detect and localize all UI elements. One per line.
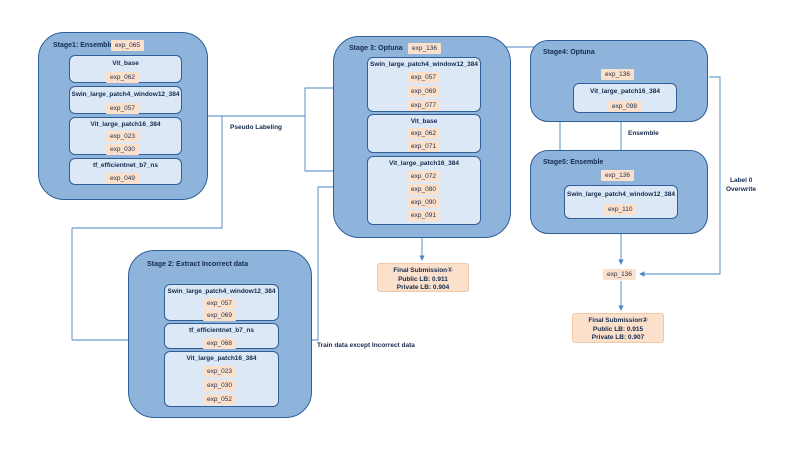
- model-name: Swin_large_patch4_window12_384: [71, 91, 180, 98]
- exp-tag: exp_098: [608, 101, 641, 112]
- label0-line2: Overwrite: [726, 186, 756, 193]
- arrow-label0: [639, 76, 721, 277]
- stage5-title: Stage5: Ensemble: [543, 159, 604, 166]
- exp-tag: exp_062: [106, 72, 139, 83]
- model-name: Swin_large_patch4_window12_384: [167, 288, 276, 295]
- final-exp-tag: exp_136: [603, 269, 636, 280]
- stage5-exp-tag: exp_136: [601, 170, 634, 181]
- exp-tag: exp_023: [106, 131, 139, 142]
- submission1-private: Private LB: 0.904: [396, 284, 450, 291]
- model-name: Vit_large_patch16_384: [90, 121, 161, 128]
- stage1-box: Stage1: Ensemble exp_065 Vit_base exp_06…: [38, 32, 208, 200]
- exp-tag: exp_030: [106, 144, 139, 155]
- final-submission-1: Final Submission① Public LB: 0.911 Priva…: [377, 263, 469, 292]
- pseudo-labeling-label: Pseudo Labeling: [230, 124, 283, 131]
- stage1-model-vit-base: Vit_base exp_062: [69, 55, 182, 83]
- exp-tag: exp_057: [203, 298, 236, 309]
- stage1-title: Stage1: Ensemble: [53, 42, 114, 49]
- stage1-model-vit-large: Vit_large_patch16_384 exp_023 exp_030: [69, 117, 182, 155]
- exp-tag: exp_110: [604, 204, 637, 215]
- submission2-public: Public LB: 0.915: [592, 325, 644, 333]
- exp-tag: exp_069: [407, 86, 440, 97]
- exp-tag: exp_068: [203, 338, 236, 349]
- exp-tag: exp_057: [407, 72, 440, 83]
- label0-line1: Label 0: [730, 177, 753, 184]
- exp-tag: exp_049: [106, 173, 139, 184]
- stage3-title: Stage 3: Optuna: [349, 45, 403, 52]
- exp-tag: exp_023: [203, 366, 236, 377]
- model-name: Vit_base: [112, 60, 139, 67]
- model-name: Vit_large_patch16_384: [590, 88, 660, 95]
- model-name: Vit_base: [410, 118, 438, 125]
- exp-tag: exp_052: [203, 394, 236, 405]
- stage2-model-vit-large: Vit_large_patch16_384 exp_023 exp_030 ex…: [164, 351, 279, 407]
- exp-tag: exp_030: [203, 380, 236, 391]
- stage2-title: Stage 2: Extract Incorrect data: [147, 261, 249, 268]
- model-name: tf_efficientnet_b7_ns: [188, 327, 255, 334]
- stage2-model-effnet: tf_efficientnet_b7_ns exp_068: [164, 323, 279, 349]
- submission2-private: Private LB: 0.907: [591, 334, 645, 341]
- model-name: Vit_large_patch16_384: [186, 355, 257, 362]
- model-name: Vit_large_patch16_384: [389, 160, 459, 167]
- stage3-exp-tag: exp_136: [408, 43, 441, 54]
- stage5-box: Stage5: Ensemble exp_136 Swin_large_patc…: [530, 150, 708, 234]
- exp-tag: exp_091: [407, 210, 440, 221]
- stage1-model-effnet: tf_efficientnet_b7_ns exp_049: [69, 158, 182, 185]
- stage4-model-vit-large: Vit_large_patch16_384 exp_098: [573, 83, 677, 113]
- exp-tag: exp_072: [407, 171, 440, 182]
- stage1-exp-tag: exp_065: [111, 40, 144, 51]
- train-data-label: Train data except Incorrect data: [317, 342, 415, 349]
- stage2-model-swin: Swin_large_patch4_window12_384 exp_057 e…: [164, 284, 279, 321]
- arrow-stage1-to-stage2: [71, 116, 223, 343]
- stage3-model-vit-large: Vit_large_patch16_384 exp_072 exp_080 ex…: [367, 156, 481, 225]
- model-name: Swin_large_patch4_window12_384: [369, 61, 479, 68]
- stage2-box: Stage 2: Extract Incorrect data Swin_lar…: [128, 250, 312, 418]
- stage3-box: Stage 3: Optuna exp_136 Swin_large_patch…: [333, 36, 511, 238]
- exp-tag: exp_071: [407, 141, 440, 152]
- stage4-title: Stage4: Optuna: [543, 49, 595, 56]
- stage3-model-swin: Swin_large_patch4_window12_384 exp_057 e…: [367, 57, 481, 112]
- stage4-exp-tag: exp_136: [601, 69, 634, 80]
- exp-tag: exp_080: [407, 184, 440, 195]
- exp-tag: exp_057: [106, 103, 139, 114]
- submission2-title: Final Submission②: [588, 317, 648, 324]
- exp-tag: exp_090: [407, 197, 440, 208]
- model-name: Swin_large_patch4_window12_384: [566, 191, 676, 198]
- final-submission-2: Final Submission② Public LB: 0.915 Priva…: [572, 313, 664, 343]
- stage4-box: Stage4: Optuna exp_136 Vit_large_patch16…: [530, 40, 708, 122]
- exp-tag: exp_069: [203, 310, 236, 321]
- submission1-public: Public LB: 0.911: [398, 275, 448, 283]
- model-name: tf_efficientnet_b7_ns: [92, 162, 159, 169]
- submission1-title: Final Submission①: [393, 267, 453, 274]
- stage5-model-swin: Swin_large_patch4_window12_384 exp_110: [564, 185, 678, 219]
- ensemble-label: Ensemble: [628, 130, 659, 137]
- exp-tag: exp_077: [407, 100, 440, 111]
- stage1-model-swin: Swin_large_patch4_window12_384 exp_057: [69, 86, 182, 114]
- stage3-model-vit-base: Vit_base exp_062 exp_071: [367, 114, 481, 153]
- exp-tag: exp_062: [407, 128, 440, 139]
